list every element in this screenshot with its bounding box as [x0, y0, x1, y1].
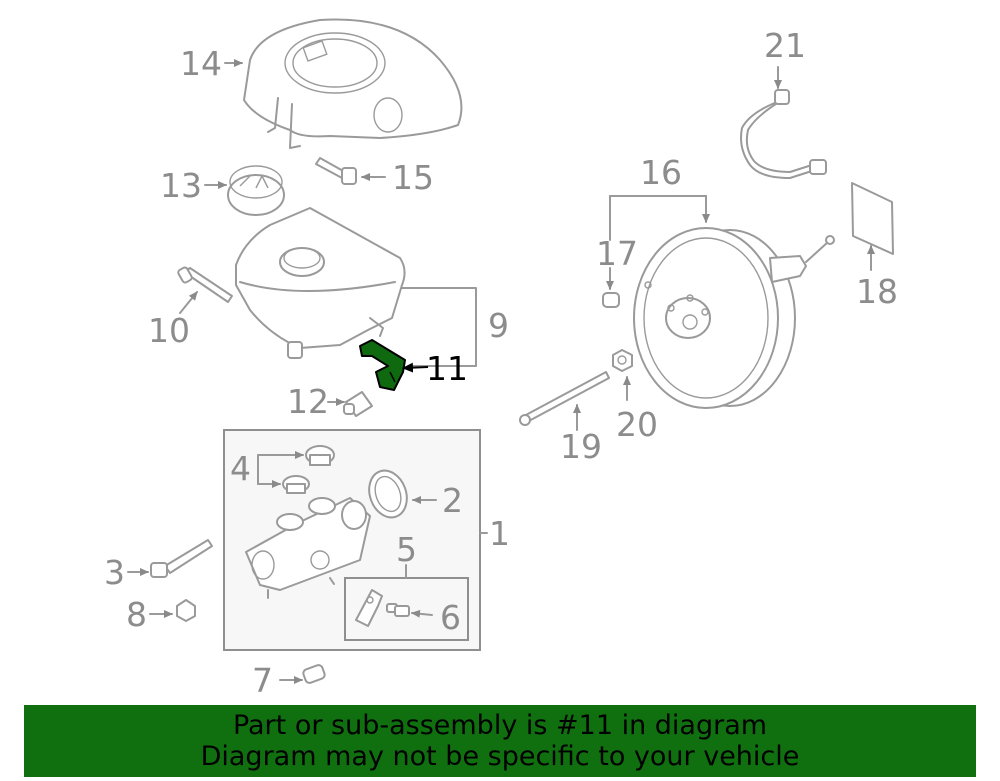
part-14-engine-cover[interactable] — [243, 18, 463, 149]
part-16-brake-booster[interactable] — [633, 227, 835, 409]
callout-21[interactable]: 21 — [764, 26, 806, 65]
callout-9[interactable]: 9 — [488, 306, 509, 345]
callout-1[interactable]: 1 — [489, 514, 510, 553]
callout-6[interactable]: 6 — [440, 598, 461, 637]
part-18-label[interactable] — [851, 182, 894, 255]
callout-2[interactable]: 2 — [442, 481, 463, 520]
callout-8[interactable]: 8 — [126, 595, 147, 634]
callout-5[interactable]: 5 — [396, 530, 417, 569]
callout-13[interactable]: 13 — [160, 166, 202, 205]
part-10-pin[interactable] — [177, 266, 233, 303]
part-5-sensor-kit[interactable] — [355, 589, 410, 627]
part-2-seal-ring[interactable] — [363, 465, 413, 522]
callout-19[interactable]: 19 — [560, 427, 602, 466]
part-8-cap[interactable] — [176, 599, 196, 622]
callout-3[interactable]: 3 — [104, 553, 125, 592]
part-17-nut[interactable] — [602, 292, 620, 308]
banner-line-1: Part or sub-assembly is #11 in diagram — [232, 710, 768, 741]
part-21-vacuum-hose[interactable] — [740, 89, 827, 179]
callout-7[interactable]: 7 — [252, 661, 273, 700]
info-banner: Part or sub-assembly is #11 in diagram D… — [24, 705, 976, 777]
callout-14[interactable]: 14 — [180, 44, 222, 83]
callout-10[interactable]: 10 — [148, 311, 190, 350]
part-20-nut[interactable] — [612, 349, 633, 372]
part-19-stud[interactable] — [519, 371, 610, 426]
callout-17[interactable]: 17 — [596, 234, 638, 273]
part-12-sensor[interactable] — [343, 391, 373, 417]
callout-16[interactable]: 16 — [640, 153, 682, 192]
callout-11[interactable]: 11 — [426, 349, 468, 388]
part-1-master-cylinder[interactable] — [245, 497, 371, 599]
part-9-brake-fluid-reservoir[interactable] — [235, 207, 406, 359]
part-3-bolt[interactable] — [150, 539, 213, 578]
part-13-reservoir-cap[interactable] — [227, 165, 285, 216]
callout-4[interactable]: 4 — [230, 449, 251, 488]
callout-15[interactable]: 15 — [392, 158, 434, 197]
part-4-grommets[interactable] — [282, 445, 335, 494]
callout-18[interactable]: 18 — [856, 272, 898, 311]
callout-20[interactable]: 20 — [616, 405, 658, 444]
banner-line-2: Diagram may not be specific to your vehi… — [200, 741, 800, 772]
part-15-bolt[interactable] — [315, 157, 357, 185]
callout-12[interactable]: 12 — [287, 382, 329, 421]
part-11-highlighted[interactable] — [359, 339, 406, 391]
part-7-fitting[interactable] — [302, 664, 326, 684]
